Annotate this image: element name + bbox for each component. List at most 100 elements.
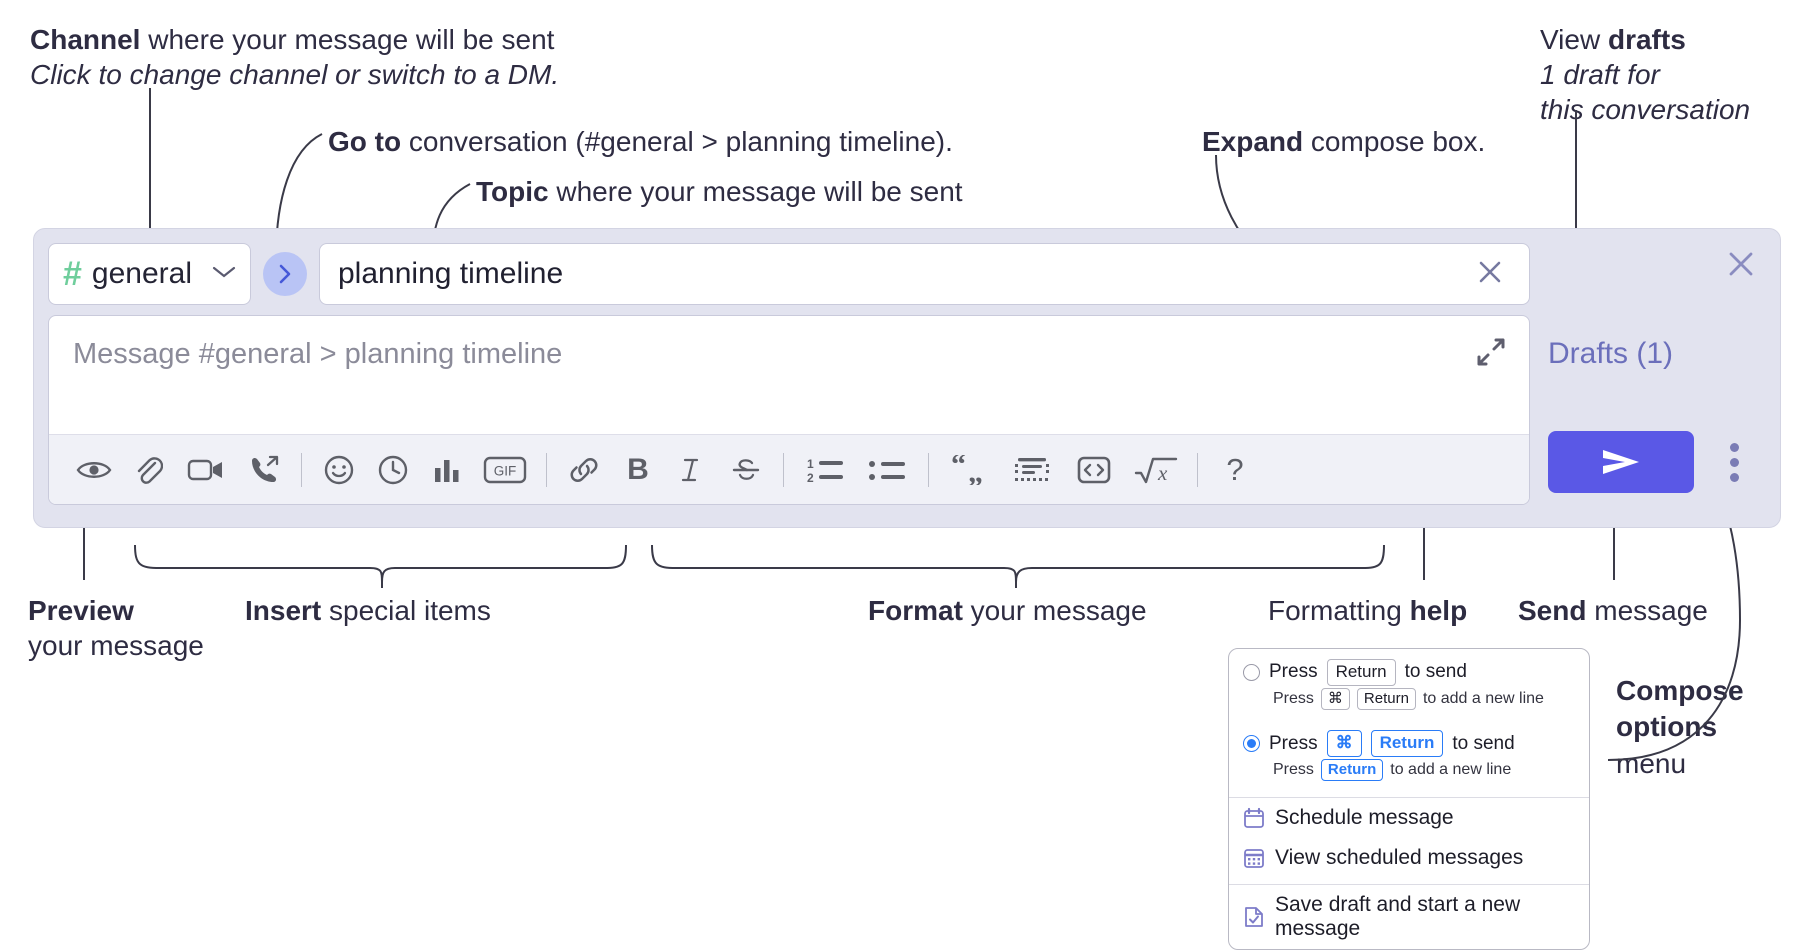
toolbar-divider (928, 452, 929, 487)
compose-right-pane: Drafts (1) (1528, 229, 1780, 529)
preview-icon[interactable] (67, 443, 121, 497)
kebab-dot (1729, 442, 1739, 452)
key-command: ⌘ (1326, 730, 1362, 758)
annotation-insert-bold: Insert (245, 595, 322, 626)
strikethrough-icon[interactable] (719, 443, 773, 497)
compose-options-menu: Press Return to send Press ⌘ Return to a… (1228, 648, 1590, 950)
annotation-preview-line2: your message (28, 630, 204, 661)
channel-selector[interactable]: # general (48, 243, 251, 305)
annotation-insert: Insert special items (245, 593, 491, 628)
expand-icon[interactable] (1475, 336, 1507, 373)
drafts-link[interactable]: Drafts (1) (1548, 337, 1674, 370)
option2-suffix: to send (1452, 732, 1515, 754)
emoji-icon[interactable] (312, 443, 366, 497)
key-return: Return (1320, 759, 1384, 782)
annotation-drafts-prefix: View (1540, 24, 1608, 55)
code-block-icon[interactable] (1001, 443, 1063, 497)
compose-options-button[interactable] (1714, 435, 1754, 489)
annotation-compose-options: Compose options menu (1616, 673, 1744, 782)
annotation-send-rest: message (1586, 595, 1708, 626)
svg-text:“: “ (951, 455, 966, 481)
calendar-icon (1243, 807, 1265, 829)
compose-box: # general planning timeline Message #gen… (33, 228, 1781, 528)
key-return: Return (1356, 687, 1416, 711)
clock-icon[interactable] (366, 443, 420, 497)
radio-return[interactable] (1243, 663, 1260, 681)
compose-main-area: # general planning timeline Message #gen… (48, 243, 1530, 515)
annotation-channel-bold: Channel (30, 24, 141, 55)
close-icon[interactable] (1475, 257, 1511, 292)
key-return: Return (1370, 730, 1444, 758)
toolbar-divider (783, 452, 784, 487)
send-option-cmd-return[interactable]: Press ⌘ Return to send (1229, 720, 1589, 759)
annotation-goto-rest: conversation (#general > planning timeli… (401, 126, 953, 157)
bulleted-list-icon[interactable] (856, 443, 918, 497)
kebab-dot (1729, 472, 1739, 482)
menu-item-view-scheduled-messages[interactable]: View scheduled messages (1229, 838, 1589, 878)
link-icon[interactable] (557, 443, 611, 497)
bold-icon[interactable]: B (627, 452, 649, 486)
close-icon[interactable] (1724, 247, 1758, 286)
svg-text:2: 2 (807, 471, 814, 485)
annotation-expand-rest: compose box. (1303, 126, 1486, 157)
audio-call-icon[interactable] (237, 443, 291, 497)
menu-item-schedule-message[interactable]: Schedule message (1229, 798, 1589, 838)
help-icon[interactable]: ? (1226, 451, 1244, 487)
poll-icon[interactable] (420, 443, 474, 497)
video-icon[interactable] (175, 443, 237, 497)
blockquote-icon[interactable]: “„ (939, 443, 1001, 497)
option1-suffix: to send (1404, 661, 1467, 683)
svg-text:GIF: GIF (494, 463, 517, 478)
attachment-icon[interactable] (121, 443, 175, 497)
menu-divider (1229, 797, 1589, 799)
annotation-insert-rest: special items (321, 595, 491, 626)
svg-text:x: x (1157, 461, 1168, 485)
option1-sub-suffix: to add a new line (1422, 690, 1544, 708)
topic-input[interactable]: planning timeline (319, 243, 1530, 305)
menu-item-save-draft[interactable]: Save draft and start a new message (1229, 885, 1589, 949)
toolbar-divider (546, 452, 547, 487)
annotation-drafts-bold: drafts (1607, 24, 1686, 55)
chevron-down-icon (212, 265, 236, 284)
annotation-topic-bold: Topic (476, 176, 549, 207)
latex-icon[interactable]: x (1125, 443, 1187, 497)
annotation-compose-options-line3: menu (1616, 747, 1687, 779)
save-draft-icon (1243, 906, 1265, 928)
annotation-channel: Channel where your message will be sent … (30, 22, 559, 92)
menu-item-label: View scheduled messages (1275, 846, 1524, 870)
annotation-send: Send message (1518, 593, 1708, 628)
annotation-channel-italic: Click to change channel or switch to a D… (30, 59, 560, 90)
send-option-cmd-return-sub: Press Return to add a new line (1229, 759, 1589, 791)
annotation-channel-rest: where your message will be sent (140, 24, 555, 55)
kebab-dot (1729, 457, 1739, 467)
message-input-container[interactable]: Message #general > planning timeline (48, 315, 1530, 505)
annotation-topic-rest: where your message will be sent (548, 176, 963, 207)
inline-code-icon[interactable] (1063, 443, 1125, 497)
annotation-preview: Preview your message (28, 593, 204, 663)
gif-icon[interactable]: GIF (474, 443, 536, 497)
annotation-goto: Go to conversation (#general > planning … (328, 124, 953, 159)
italic-icon[interactable] (665, 443, 719, 497)
annotation-topic: Topic where your message will be sent (476, 174, 963, 209)
annotation-drafts: View drafts 1 draft for this conversatio… (1540, 22, 1750, 127)
option2-press: Press (1269, 732, 1318, 754)
svg-text:1: 1 (807, 457, 814, 471)
channel-name: general (91, 257, 192, 290)
menu-item-label: Schedule message (1275, 806, 1454, 830)
toolbar-divider (1197, 452, 1198, 487)
option1-press: Press (1269, 661, 1318, 683)
radio-cmd-return[interactable] (1243, 735, 1260, 753)
toolbar-divider (301, 452, 302, 487)
option1-sub-press: Press (1273, 690, 1314, 708)
send-option-return[interactable]: Press Return to send (1229, 649, 1589, 688)
annotation-help-prefix: Formatting (1268, 595, 1410, 626)
annotation-help: Formatting help (1268, 593, 1467, 628)
send-button[interactable] (1548, 431, 1694, 493)
annotation-format-rest: your message (962, 595, 1147, 626)
go-to-conversation-button[interactable] (263, 252, 307, 296)
annotation-compose-options-line1: Compose (1616, 675, 1744, 706)
annotation-format-bold: Format (868, 595, 963, 626)
topic-value: planning timeline (338, 257, 564, 290)
